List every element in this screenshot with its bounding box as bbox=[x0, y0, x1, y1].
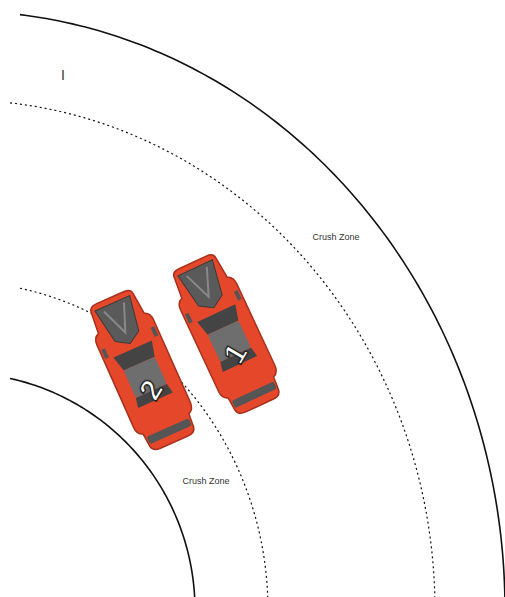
zone-label: Crush Zone bbox=[181, 476, 230, 486]
outer-track-edge bbox=[20, 15, 505, 597]
zone-label: Crush Zone bbox=[311, 232, 360, 242]
outer-crush-line bbox=[10, 103, 435, 597]
corner-mark: I bbox=[60, 67, 66, 83]
